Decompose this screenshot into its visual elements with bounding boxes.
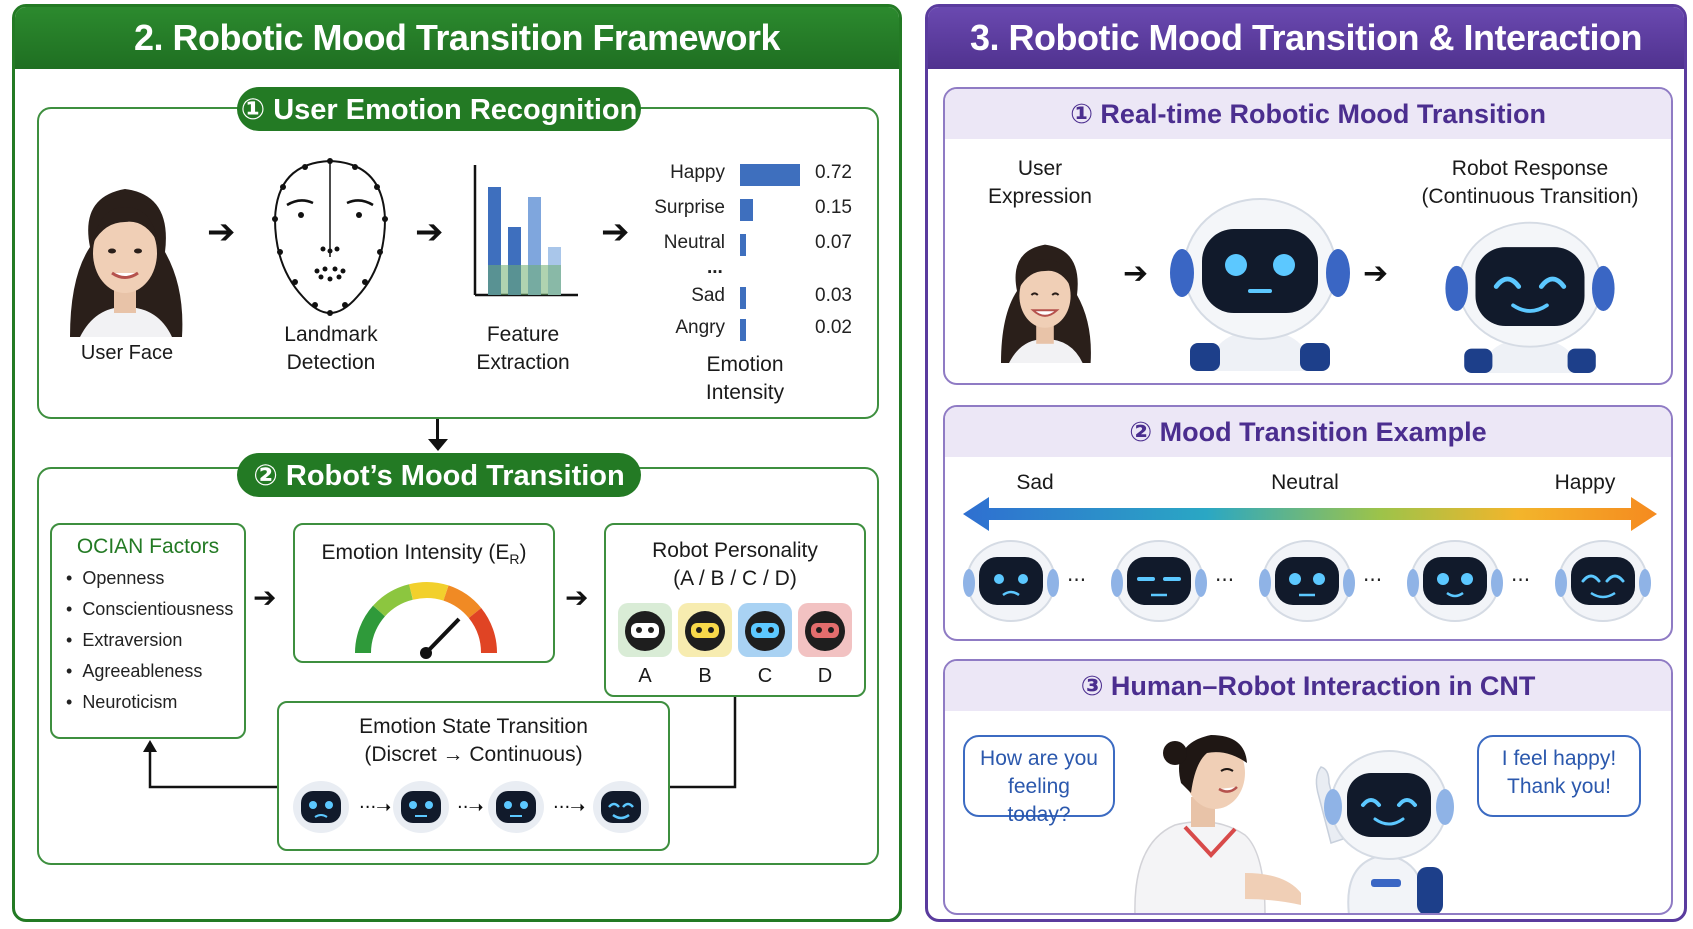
landmark-detection-label: Landmark Detection — [284, 323, 378, 374]
emotion-label: Sad — [691, 285, 725, 306]
framework-panel: 2. Robotic Mood Transition Framework ① U… — [12, 4, 902, 922]
ocian-factor-item: Extraversion — [66, 625, 244, 656]
emotion-state-transition-box: Emotion State Transition (Discret → Cont… — [277, 701, 670, 851]
emotion-intensity-label: Emotion Intensity — [705, 353, 785, 404]
user-expression-image — [1001, 244, 1091, 363]
emotion-bar — [740, 234, 746, 256]
ocian-factor-item: Openness — [66, 563, 244, 594]
robot-waving-icon — [1315, 750, 1454, 913]
emotion-bar — [740, 319, 746, 341]
personality-robots-icon — [618, 603, 852, 657]
arrow-icon: ➔ — [1363, 257, 1389, 290]
robot-response-label: Robot Response (Continuous Transition) — [1421, 157, 1639, 208]
mood-label-happy: Happy — [1554, 471, 1616, 494]
interaction-panel-title: 3. Robotic Mood Transition & Interaction — [928, 7, 1684, 69]
mood-gradient-arrow-icon — [963, 497, 1657, 531]
robot-personality-title: Robot Personality (A / B / C / D) — [652, 539, 818, 590]
feature-extraction-chart-icon — [473, 165, 578, 297]
landmark-face-icon — [272, 158, 388, 316]
human-robot-interaction-box: ③ Human–Robot Interaction in CNT How are… — [943, 659, 1673, 915]
realtime-transition-title: ① Real-time Robotic Mood Transition — [945, 89, 1671, 139]
ocian-factor-item: Neuroticism — [66, 687, 244, 718]
personality-label: B — [698, 665, 712, 687]
emotion-label: Angry — [675, 317, 725, 338]
user-face-label: User Face — [80, 342, 174, 364]
ocian-factors-list: Openness Conscientiousness Extraversion … — [66, 563, 244, 718]
emotion-bar — [740, 199, 753, 221]
robot-happy-icon — [1445, 221, 1615, 373]
mood-robot-sequence-icon: ··· ··· ··· — [963, 540, 1651, 622]
user-face-image — [50, 167, 200, 337]
ocian-factor-item: Conscientiousness — [66, 594, 244, 625]
emotion-label: Neutral — [663, 232, 725, 253]
emotion-value: 0.03 — [815, 285, 852, 306]
emotion-state-transition-title: Emotion State Transition (Discret → Cont… — [359, 715, 588, 766]
robot-personality-box: Robot Personality (A / B / C / D) A B C … — [604, 523, 866, 697]
ocian-factors-box: OCIAN Factors Openness Conscientiousness… — [50, 523, 246, 739]
arrow-icon: ➔ — [601, 213, 630, 251]
svg-text:···: ··· — [1215, 568, 1234, 592]
robot-mood-transition-title: ② Robot’s Mood Transition — [237, 453, 641, 497]
personality-label: A — [638, 665, 652, 687]
emotion-bar — [740, 287, 746, 309]
ocian-factors-title: OCIAN Factors — [76, 535, 220, 558]
emotion-label: Surprise — [654, 197, 725, 218]
emotion-intensity-box: Emotion Intensity (ER) — [293, 523, 555, 663]
user-expression-label: User Expression — [988, 157, 1092, 208]
gauge-icon — [354, 582, 498, 659]
svg-text:··➝: ··➝ — [457, 797, 484, 818]
svg-text:···: ··· — [1067, 568, 1086, 592]
emotion-value: 0.02 — [815, 317, 852, 338]
mood-transition-example-box: ② Mood Transition Example Sad Neutral Ha… — [943, 405, 1673, 641]
user-emotion-recognition-title: ① User Emotion Recognition — [237, 87, 641, 131]
emotion-value: 0.72 — [815, 162, 852, 183]
woman-talking-image — [1134, 735, 1301, 913]
realtime-transition-box: ① Real-time Robotic Mood Transition User… — [943, 87, 1673, 385]
arrow-icon: ➔ — [1123, 257, 1149, 290]
personality-label: D — [817, 665, 833, 687]
mood-label-neutral: Neutral — [1271, 471, 1339, 494]
mood-label-sad: Sad — [1016, 471, 1054, 494]
svg-text:···: ··· — [1511, 568, 1530, 592]
arrow-icon: ➔ — [415, 213, 444, 251]
interaction-panel: 3. Robotic Mood Transition & Interaction… — [925, 4, 1687, 922]
speech-bubble-robot: I feel happy! Thank you! — [1477, 735, 1641, 817]
speech-bubble-user: How are you feeling today? — [963, 735, 1115, 826]
emotion-bar — [740, 164, 800, 186]
feature-extraction-label: Feature Extraction — [476, 323, 570, 374]
svg-text:···➝: ···➝ — [553, 797, 585, 818]
human-robot-interaction-title: ③ Human–Robot Interaction in CNT — [945, 661, 1671, 711]
emotion-value: 0.07 — [815, 232, 852, 253]
emotion-intensity-title: Emotion Intensity (ER) — [321, 541, 527, 568]
personality-label: C — [757, 665, 773, 687]
down-arrow-icon — [436, 419, 439, 441]
svg-text:···: ··· — [1363, 568, 1382, 592]
svg-text:···➝: ···➝ — [359, 797, 391, 818]
emotion-label: Happy — [670, 162, 725, 183]
arrow-icon: ➔ — [565, 582, 589, 613]
robot-neutral-icon — [1170, 198, 1350, 371]
down-arrow-head-icon — [428, 439, 448, 451]
mood-transition-example-title: ② Mood Transition Example — [945, 407, 1671, 457]
arrow-icon: ➔ — [207, 213, 236, 251]
state-transition-robots-icon: ···➝ ··➝ ···➝ — [293, 781, 649, 833]
emotion-ellipsis: ... — [707, 257, 723, 278]
emotion-value: 0.15 — [815, 197, 852, 218]
framework-panel-title: 2. Robotic Mood Transition Framework — [15, 7, 899, 69]
ocian-factor-item: Agreeableness — [66, 656, 244, 687]
arrow-icon: ➔ — [253, 582, 277, 613]
